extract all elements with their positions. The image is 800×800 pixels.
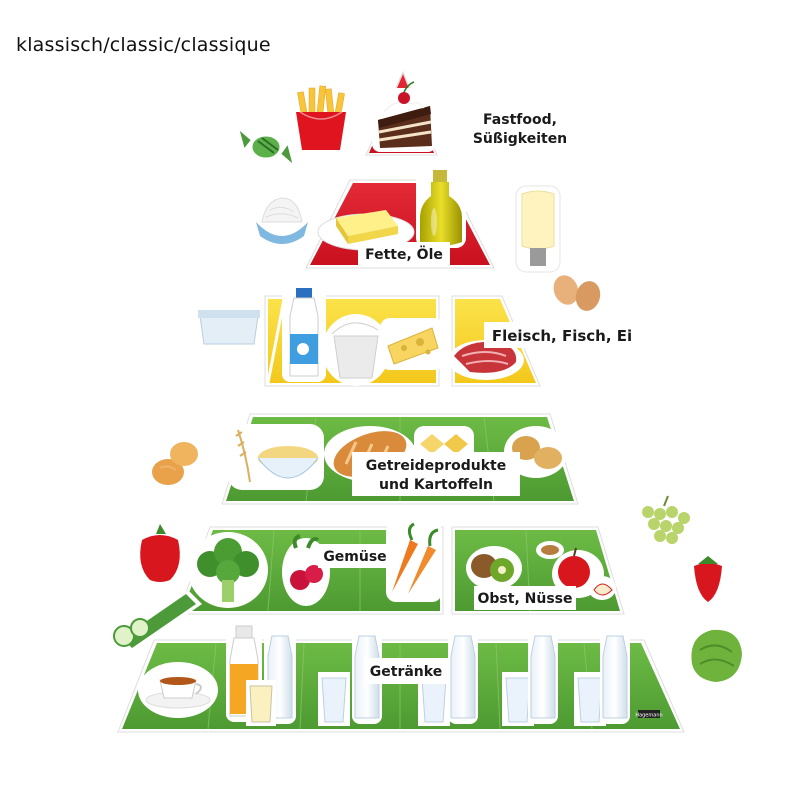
tea-cup-icon bbox=[138, 662, 218, 718]
nuts-icon bbox=[536, 541, 564, 559]
label-fastfood: Fastfood, Süßigkeiten bbox=[466, 106, 574, 152]
svg-text:Getränke: Getränke bbox=[370, 664, 442, 680]
yogurt-cup-icon bbox=[322, 314, 390, 386]
page-title: klassisch/classic/classique bbox=[16, 34, 271, 56]
strawberry-icon bbox=[686, 552, 730, 604]
label-fats: Fette, Öle bbox=[358, 242, 450, 266]
svg-text:Fleisch, Fisch, Ei: Fleisch, Fisch, Ei bbox=[492, 327, 632, 345]
svg-text:Obst, Nüsse: Obst, Nüsse bbox=[478, 591, 573, 607]
label-grains: Getreideprodukte und Kartoffeln bbox=[352, 452, 520, 496]
cream-bowl-icon bbox=[248, 197, 316, 258]
svg-text:Hagemann: Hagemann bbox=[635, 713, 662, 719]
bell-pepper-icon bbox=[130, 520, 190, 584]
french-fries-icon bbox=[290, 82, 352, 156]
grapes-icon bbox=[630, 490, 702, 550]
steak-icon bbox=[448, 340, 524, 380]
svg-text:und Kartoffeln: und Kartoffeln bbox=[379, 477, 493, 493]
kiwi-icon bbox=[466, 546, 522, 590]
brand-logo: Hagemann bbox=[635, 710, 663, 719]
milk-bottle-icon bbox=[282, 282, 326, 382]
svg-text:Gemüse: Gemüse bbox=[323, 549, 386, 565]
water-glass-icon bbox=[318, 672, 350, 726]
carrot-icon bbox=[386, 522, 442, 602]
cheese-icon bbox=[380, 318, 444, 370]
svg-text:Fette, Öle: Fette, Öle bbox=[365, 245, 443, 263]
candy-icon bbox=[236, 125, 296, 169]
lettuce-icon bbox=[684, 626, 748, 686]
broccoli-icon bbox=[188, 532, 268, 608]
water-bottle-icon bbox=[528, 630, 558, 724]
yogurt-tub-icon bbox=[194, 306, 264, 352]
cucumber-icon bbox=[113, 590, 202, 654]
label-vegetables: Gemüse bbox=[318, 544, 392, 568]
water-bottle-icon bbox=[448, 630, 478, 724]
juice-glass-icon bbox=[246, 680, 276, 726]
label-protein: Fleisch, Fisch, Ei bbox=[484, 322, 640, 348]
label-fastfood-line2: Süßigkeiten bbox=[473, 131, 567, 147]
label-drinks: Getränke bbox=[364, 658, 448, 684]
svg-text:Getreideprodukte: Getreideprodukte bbox=[366, 458, 506, 474]
mayonnaise-icon bbox=[515, 185, 561, 273]
water-bottle-icon bbox=[600, 630, 630, 724]
label-fastfood-line1: Fastfood, bbox=[483, 112, 557, 128]
eggs-icon bbox=[552, 272, 604, 316]
cereal-bowl-icon bbox=[228, 424, 324, 490]
butter-icon bbox=[317, 210, 415, 251]
bread-rolls-icon bbox=[144, 436, 208, 496]
label-fruit: Obst, Nüsse bbox=[474, 586, 576, 610]
oil-bottle-icon bbox=[416, 166, 466, 248]
cake-icon bbox=[372, 81, 436, 152]
